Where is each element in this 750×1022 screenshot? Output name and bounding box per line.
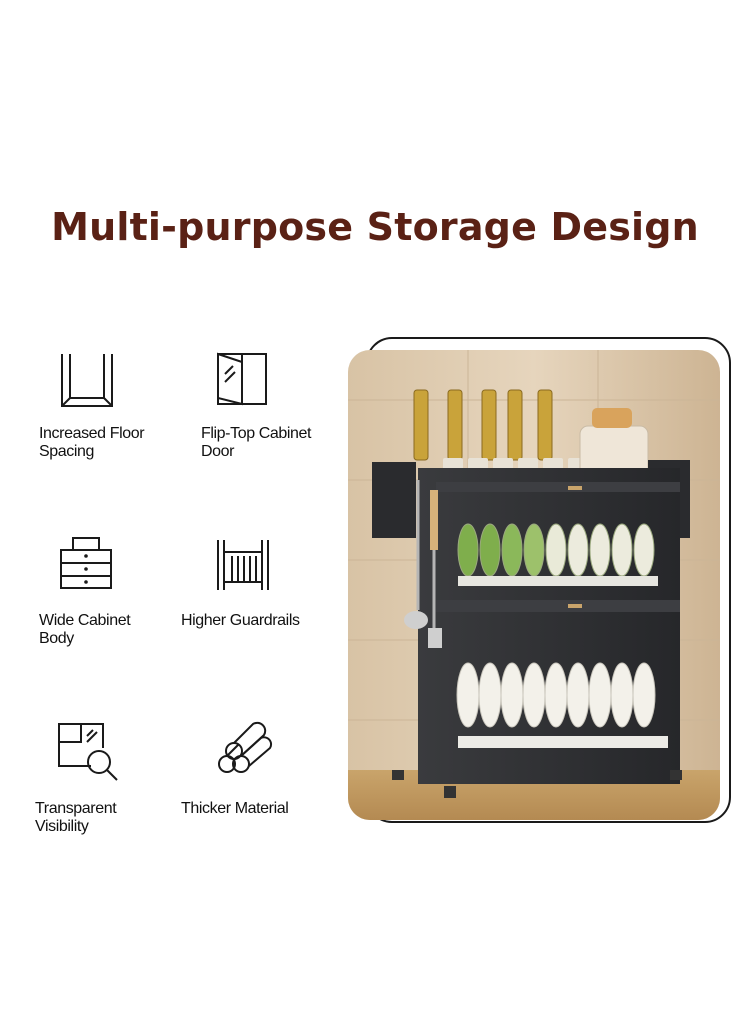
guardrail-icon [217, 540, 269, 590]
feature-label: Transparent Visibility [35, 800, 117, 835]
feature-label: Increased Floor Spacing [39, 425, 145, 460]
drawer-cabinet-icon [60, 537, 112, 589]
feature-label: Wide Cabinet Body [39, 612, 131, 647]
flip-door-icon [217, 352, 267, 406]
magnifier-window-icon [58, 723, 118, 781]
pipes-icon [218, 721, 273, 773]
product-photo [348, 350, 720, 820]
floor-spacing-icon [61, 354, 113, 407]
page-title: Multi-purpose Storage Design [51, 205, 699, 249]
feature-label: Thicker Material [181, 800, 289, 817]
feature-label: Higher Guardrails [181, 612, 300, 629]
feature-label: Flip-Top Cabinet Door [201, 425, 312, 460]
